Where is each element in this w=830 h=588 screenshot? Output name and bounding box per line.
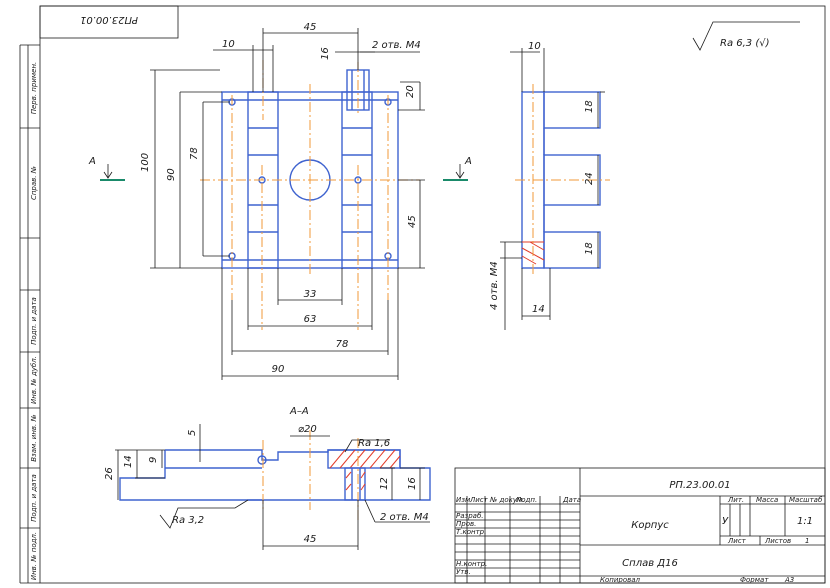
title-material: Сплав Д16 (622, 558, 678, 569)
dim-sec-d20: ⌀20 (298, 424, 317, 435)
dim-sec-26: 26 (104, 467, 115, 480)
lit-label: Лит. (727, 496, 744, 504)
dim-front-45: 45 (304, 22, 317, 33)
strip-label-7: Инв. № подл. (30, 532, 38, 580)
dim-front-33: 33 (304, 289, 317, 300)
roughness-b: Ra 3,2 (172, 515, 204, 526)
left-strip: Перв. примен. Справ. № Подп. и дата Инв.… (19, 44, 40, 584)
copied-label: Копировал (600, 576, 641, 584)
dim-front-100: 100 (140, 153, 151, 172)
dim-side-24: 24 (584, 172, 595, 185)
col-izm: Изм (456, 496, 471, 504)
dim-front-16: 16 (320, 47, 331, 60)
col-list: Лист (469, 496, 489, 504)
dim-sec-14: 14 (123, 455, 134, 468)
format-label: Формат (740, 576, 769, 584)
row-tkontr: Т.контр. (456, 528, 486, 536)
col-data: Дата (562, 496, 581, 504)
dim-sec-16: 16 (407, 477, 418, 490)
dim-side-14: 14 (532, 304, 545, 315)
dim-front-78: 78 (189, 147, 200, 160)
strip-label-2: Справ. № (30, 166, 38, 200)
format-value: А3 (784, 576, 794, 584)
dim-front-10: 10 (222, 39, 235, 50)
row-utv: Утв. (456, 568, 471, 576)
dim-front-78h: 78 (336, 339, 349, 350)
dim-sec-9: 9 (148, 457, 159, 463)
dim-front-20: 20 (405, 85, 416, 98)
col-podp: Подп. (516, 496, 537, 504)
dim-front-45v: 45 (407, 215, 418, 228)
section-title: А–А (289, 406, 309, 417)
lit-value: У (722, 516, 729, 527)
col-doc: № докум. (489, 496, 525, 504)
scale-value: 1:1 (797, 516, 813, 527)
dim-sec-45: 45 (304, 534, 317, 545)
dim-side-18b: 18 (584, 242, 595, 255)
section-marker-right: А (464, 156, 472, 167)
hole-note-side: 4 отв. М4 (489, 261, 500, 310)
row-nkontr: Н.контр. (456, 560, 487, 568)
dim-front-90: 90 (166, 168, 177, 181)
strip-label-4: Инв. № дубл. (30, 356, 38, 404)
strip-label-5: Взам. инв. № (30, 414, 38, 462)
row-razrab: Разраб. (456, 512, 484, 520)
front-view: 45 10 16 2 отв. М4 20 100 90 78 45 33 (88, 22, 472, 380)
sheet-label: Лист (727, 537, 747, 545)
dim-side-18a: 18 (584, 100, 595, 113)
side-view: 10 18 24 18 4 отв. М4 14 (489, 41, 610, 330)
frame-border (39, 5, 826, 584)
top-stamp-text: РП23.00.01 (80, 14, 138, 25)
dim-front-90h: 90 (272, 364, 285, 375)
dim-sec-12: 12 (379, 477, 390, 490)
sheets-value: 1 (805, 537, 809, 545)
strip-label-3: Подп. и дата (30, 297, 38, 345)
mass-label: Масса (756, 496, 778, 504)
dim-front-63: 63 (304, 314, 317, 325)
row-prov: Пров. (456, 520, 476, 528)
strip-label-1: Перв. примен. (30, 62, 38, 115)
title-designation: РП.23.00.01 (669, 480, 730, 491)
roughness-general: Ra 6,3 (√) (692, 21, 800, 51)
top-stamp-box (39, 5, 179, 39)
dim-sec-5: 5 (187, 430, 198, 436)
roughness-general-text: Ra 6,3 (√) (720, 38, 770, 49)
title-block: РП.23.00.01 Корпус Сплав Д16 Изм Лист № … (454, 467, 826, 584)
dim-side-10: 10 (528, 41, 541, 52)
section-marker-left: А (88, 156, 96, 167)
hole-note-section: 2 отв. М4 (380, 512, 429, 523)
scale-label: Масштаб (789, 496, 823, 504)
hole-note-top: 2 отв. М4 (372, 40, 421, 51)
section-view: А–А 5 ⌀20 26 14 9 (104, 406, 431, 550)
strip-label-6: Подп. и дата (30, 474, 38, 522)
roughness-a: Ra 1,6 (358, 438, 390, 449)
sheets-label: Листов (764, 537, 791, 545)
title-part-name: Корпус (631, 520, 669, 531)
